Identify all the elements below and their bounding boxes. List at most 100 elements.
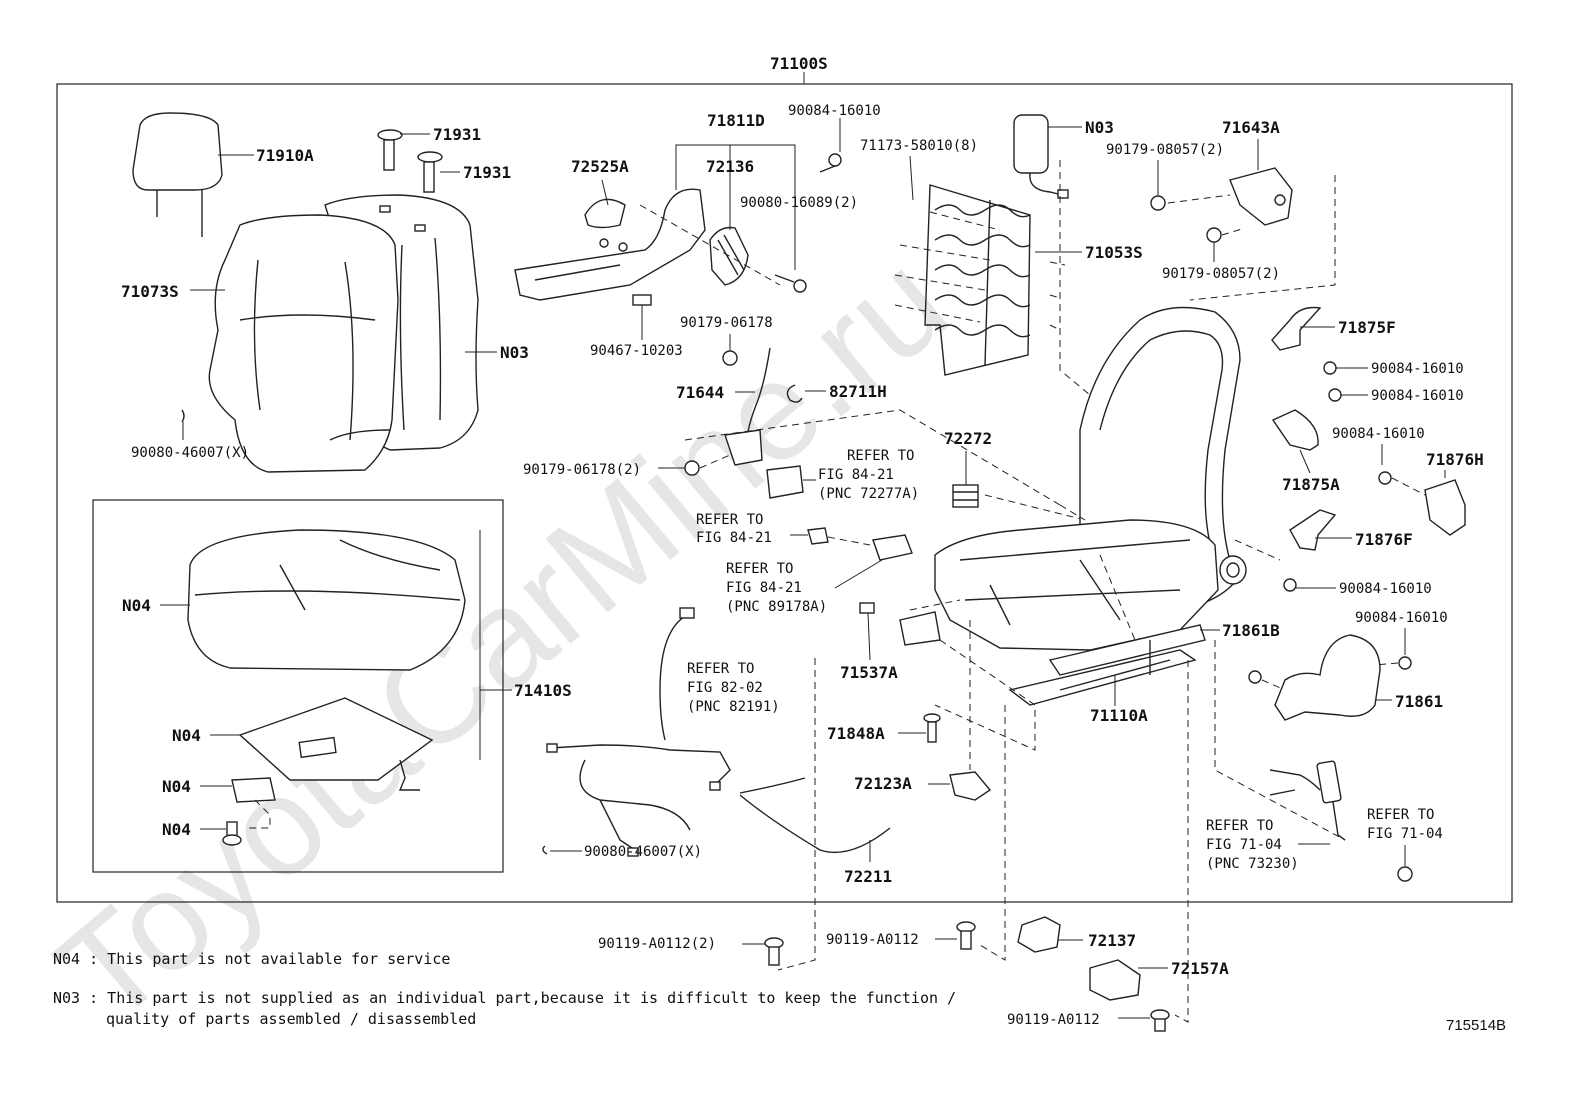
label-90080-46007-a: 90080-46007(X) <box>131 445 249 461</box>
nut-icon <box>1397 866 1413 882</box>
bolt-icon <box>819 153 842 173</box>
label-72136: 72136 <box>706 157 754 176</box>
label-90084-16010-e: 90084-16010 <box>1339 581 1432 597</box>
label-71643A: 71643A <box>1222 118 1280 137</box>
screw-icon <box>222 821 242 846</box>
label-71811D: 71811D <box>707 111 765 130</box>
svg-text:FIG 84-21: FIG 84-21 <box>696 530 772 546</box>
label-71861B: 71861B <box>1222 621 1280 640</box>
ref-block-2: REFER TO FIG 84-21 <box>696 512 871 546</box>
svg-text:FIG 82-02: FIG 82-02 <box>687 680 763 696</box>
svg-text:(PNC 89178A): (PNC 89178A) <box>726 599 827 615</box>
bolt-icon <box>923 713 941 743</box>
label-71875A: 71875A <box>1282 475 1340 494</box>
heater-pad-icon <box>238 697 434 791</box>
label-90084-16010-a: 90084-16010 <box>788 103 881 119</box>
label-90467-10203: 90467-10203 <box>590 343 683 359</box>
svg-text:FIG 84-21: FIG 84-21 <box>818 467 894 483</box>
cushion-subframe <box>92 499 504 873</box>
label-72123A: 72123A <box>854 774 912 793</box>
label-N03-a: N03 <box>500 343 529 362</box>
note-N03-line1: N03 : This part is not supplied as an in… <box>53 989 956 1007</box>
ref-block-4: REFER TO FIG 82-02 (PNC 82191) <box>687 661 780 715</box>
assembly-frame <box>56 83 1513 903</box>
bolt-icon <box>1283 578 1297 592</box>
label-90119-A0112-b: 90119-A0112 <box>1007 1012 1100 1028</box>
svg-text:(PNC 82191): (PNC 82191) <box>687 699 780 715</box>
svg-text:REFER TO: REFER TO <box>1206 818 1273 834</box>
cushion-cover-icon <box>187 529 466 671</box>
label-90119-A0112-2: 90119-A0112(2) <box>598 936 716 952</box>
label-71931-b: 71931 <box>463 163 511 182</box>
label-71848A: 71848A <box>827 724 885 743</box>
svg-text:REFER TO: REFER TO <box>726 561 793 577</box>
label-82711H: 82711H <box>829 382 887 401</box>
label-71173-58010: 71173-58010(8) <box>860 138 978 154</box>
svg-text:FIG 84-21: FIG 84-21 <box>726 580 802 596</box>
label-N04-d: N04 <box>162 820 191 839</box>
headrest-icon <box>132 112 223 237</box>
svg-text:FIG 71-04: FIG 71-04 <box>1206 837 1282 853</box>
label-90119-A0112-a: 90119-A0112 <box>826 932 919 948</box>
note-N03-line2: quality of parts assembled / disassemble… <box>106 1010 476 1028</box>
cover-72157A-icon <box>1089 959 1141 1001</box>
label-90084-16010-b: 90084-16010 <box>1371 361 1464 377</box>
label-90080-16089: 90080-16089(2) <box>740 195 858 211</box>
label-90179-08057-a: 90179-08057(2) <box>1106 142 1224 158</box>
seatback-cover-icon <box>208 194 479 473</box>
lumbar-motor-icon <box>1013 114 1069 199</box>
nut-icon <box>722 350 738 366</box>
label-72272: 72272 <box>944 429 992 448</box>
svg-text:REFER TO: REFER TO <box>1367 807 1434 823</box>
screw-icon <box>774 274 807 293</box>
ref-block-1: REFER TO FIG 84-21 (PNC 72277A) <box>766 448 919 502</box>
rod-72211-icon <box>739 777 891 854</box>
label-N03-b: N03 <box>1085 118 1114 137</box>
bracket-72123A-icon <box>949 771 992 801</box>
label-90084-16010-c: 90084-16010 <box>1371 388 1464 404</box>
label-72157A: 72157A <box>1171 959 1229 978</box>
bolt-icon <box>956 921 976 950</box>
label-90179-06178-2: 90179-06178(2) <box>523 462 641 478</box>
ref-block-3: REFER TO FIG 84-21 (PNC 89178A) <box>726 534 913 615</box>
bolt-icon <box>1378 471 1392 485</box>
heater-connector-icon <box>231 777 276 829</box>
diagram-id: 715514B <box>1446 1017 1506 1034</box>
trim-71876F-icon <box>1289 509 1337 551</box>
cover-72137-icon <box>1017 916 1061 953</box>
label-71100S: 71100S <box>770 54 828 73</box>
nut-icon <box>1150 195 1166 211</box>
note-N04: N04 : This part is not available for ser… <box>53 950 450 968</box>
nut-icon <box>684 460 700 476</box>
label-71053S: 71053S <box>1085 243 1143 262</box>
label-N04-a: N04 <box>122 596 151 615</box>
label-71876H: 71876H <box>1426 450 1484 469</box>
label-90179-06178: 90179-06178 <box>680 315 773 331</box>
label-N04-c: N04 <box>162 777 191 796</box>
ref-block-5: REFER TO FIG 71-04 (PNC 73230) <box>1206 818 1330 872</box>
label-71861: 71861 <box>1395 692 1443 711</box>
svg-text:FIG 71-04: FIG 71-04 <box>1367 826 1443 842</box>
label-71910A: 71910A <box>256 146 314 165</box>
label-71875F: 71875F <box>1338 318 1396 337</box>
label-72525A: 72525A <box>571 157 629 176</box>
label-90084-16010-d: 90084-16010 <box>1332 426 1425 442</box>
cover-71861-icon <box>1274 634 1381 721</box>
wire-harness-icon <box>546 607 731 857</box>
trim-71876H-icon <box>1424 479 1466 536</box>
label-71110A: 71110A <box>1090 706 1148 725</box>
cable-clip-icon <box>952 484 979 508</box>
label-71073S: 71073S <box>121 282 179 301</box>
label-71876F: 71876F <box>1355 530 1413 549</box>
label-71931-a: 71931 <box>433 125 481 144</box>
svg-text:(PNC 72277A): (PNC 72277A) <box>818 486 919 502</box>
svg-text:REFER TO: REFER TO <box>847 448 914 464</box>
spring-mat-icon <box>924 184 1031 376</box>
bolt-icon <box>1150 1009 1170 1032</box>
svg-text:REFER TO: REFER TO <box>696 512 763 528</box>
label-72211: 72211 <box>844 867 892 886</box>
label-71537A: 71537A <box>840 663 898 682</box>
label-N04-b: N04 <box>172 726 201 745</box>
bolt-icon <box>1248 656 1412 684</box>
